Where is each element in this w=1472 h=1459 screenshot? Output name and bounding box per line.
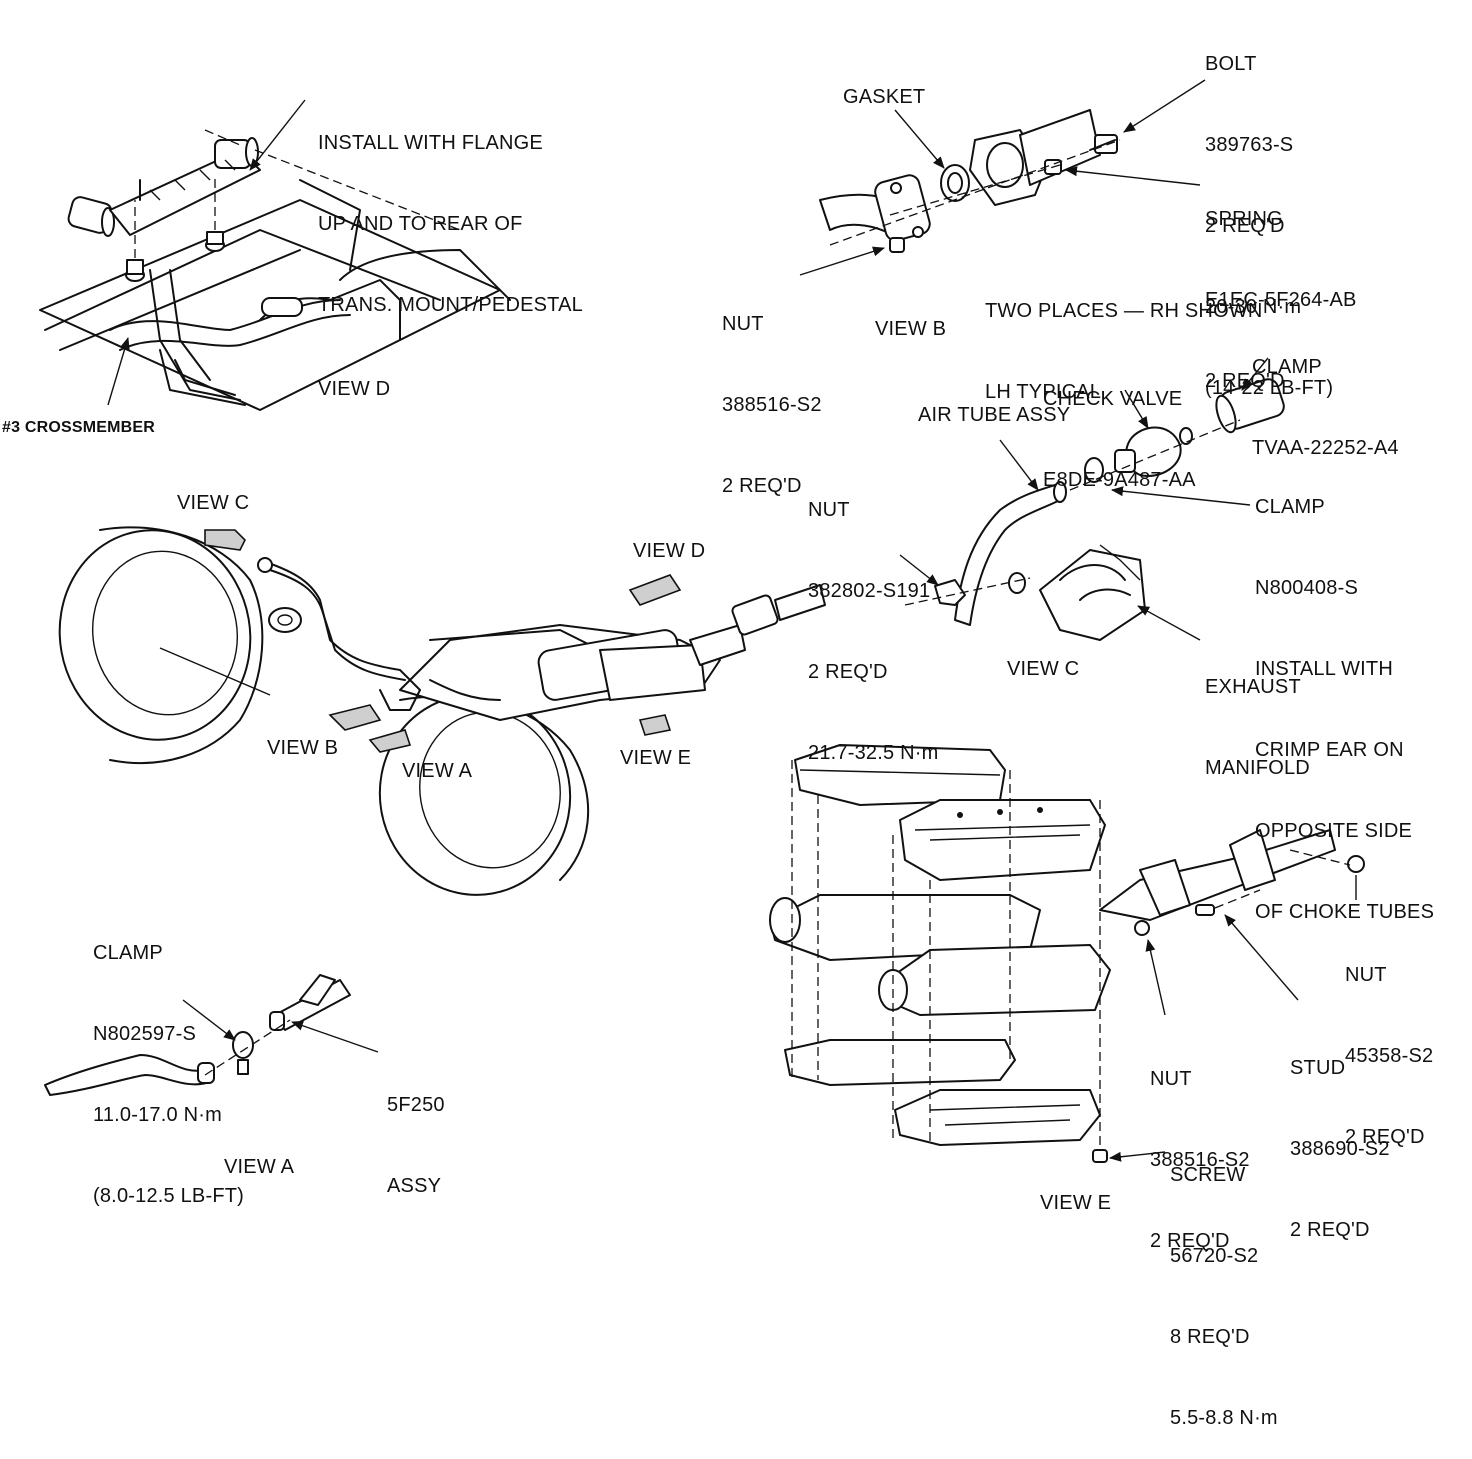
- text-line: 2 REQ'D: [808, 661, 888, 683]
- text-line: TWO PLACES — RH SHOWN: [985, 300, 1263, 322]
- text-line: BOLT: [1205, 53, 1257, 75]
- main-assembly: [58, 526, 826, 896]
- view-e-title: VIEW E: [1040, 1192, 1112, 1214]
- text-line: 20-30 N·m: [1205, 296, 1302, 318]
- text-line: 2 REQ'D: [1205, 370, 1285, 392]
- gasket-label: GASKET: [843, 86, 926, 108]
- text-line: 11.0-17.0 N·m: [93, 1104, 222, 1126]
- text-line: MANIFOLD: [1205, 757, 1310, 779]
- view-d-callout: VIEW D: [633, 540, 706, 562]
- text-line: 382802-S191: [808, 580, 931, 602]
- text-line: SCREW: [1170, 1164, 1246, 1186]
- text-line: INSTALL WITH FLANGE: [318, 132, 543, 154]
- spring-label: SPRING E1EC-5F264-AB 2 REQ'D: [1205, 152, 1357, 422]
- text-line: 21.7-32.5 N·m: [808, 742, 939, 764]
- text-line: 5.5-8.8 N·m: [1170, 1407, 1278, 1429]
- text-line: 45358-S2: [1345, 1045, 1434, 1067]
- text-line: STUD: [1290, 1057, 1346, 1079]
- text-line: CLAMP: [1255, 496, 1325, 518]
- assy-5f250-label: 5F250 ASSY: [387, 1038, 445, 1227]
- text-line: (14-22 LB-FT): [1205, 377, 1334, 399]
- text-line: 2 REQ'D: [722, 475, 802, 497]
- view-a-detail: [44, 974, 379, 1096]
- text-line: OPPOSITE SIDE: [1255, 820, 1413, 842]
- text-line: ASSY: [387, 1175, 442, 1197]
- text-line: INSTALL WITH: [1255, 658, 1393, 680]
- stud-label: STUD 388690-S2 2 REQ'D: [1290, 1001, 1390, 1271]
- text-line: E1EC-5F264-AB: [1205, 289, 1357, 311]
- text-line: LH TYPICAL: [985, 381, 1102, 403]
- view-c-title: VIEW C: [1007, 658, 1080, 680]
- exhaust-system-diagram: INSTALL WITH FLANGE UP AND TO REAR OF TR…: [2, 0, 1434, 1429]
- air-tube-label: AIR TUBE ASSY: [918, 404, 1071, 426]
- text-line: TRANS. MOUNT/PEDESTAL: [318, 294, 583, 316]
- nut-c-label: NUT 382802-S191 2 REQ'D 21.7-32.5 N·m: [808, 443, 938, 794]
- clamp-tvaa-label: CLAMP TVAA-22252-A4: [1252, 300, 1399, 489]
- view-b-callout: VIEW B: [267, 737, 339, 759]
- text-line: 388516-S2: [1150, 1149, 1250, 1171]
- text-line: NUT: [722, 313, 764, 335]
- text-line: CLAMP: [93, 942, 163, 964]
- text-line: OF CHOKE TUBES: [1255, 901, 1435, 923]
- view-d-title: VIEW D: [318, 378, 391, 400]
- install-flange-note: INSTALL WITH FLANGE UP AND TO REAR OF TR…: [318, 76, 583, 346]
- text-line: (8.0-12.5 LB-FT): [93, 1185, 245, 1207]
- text-line: 388690-S2: [1290, 1138, 1390, 1160]
- text-line: 5F250: [387, 1094, 445, 1116]
- text-line: E8DE-9A487-AA: [1043, 469, 1196, 491]
- text-line: CHECK VALVE: [1043, 388, 1183, 410]
- text-line: CLAMP: [1252, 356, 1322, 378]
- text-line: 2 REQ'D: [1290, 1219, 1370, 1241]
- text-line: 8 REQ'D: [1170, 1326, 1250, 1348]
- nut-b-label: NUT 388516-S2 2 REQ'D: [722, 257, 822, 527]
- view-d-detail: [39, 99, 511, 411]
- view-a-callout: VIEW A: [402, 760, 473, 782]
- view-a-title: VIEW A: [224, 1156, 295, 1178]
- exhaust-manifold-label: EXHAUST MANIFOLD: [1205, 620, 1310, 809]
- view-e-callout: VIEW E: [620, 747, 692, 769]
- text-line: 389763-S: [1205, 134, 1294, 156]
- text-line: N802597-S: [93, 1023, 196, 1045]
- clamp-a-label: CLAMP N802597-S 11.0-17.0 N·m (8.0-12.5 …: [93, 886, 244, 1237]
- diagram-artwork: [39, 79, 1365, 1163]
- text-line: CRIMP EAR ON: [1255, 739, 1404, 761]
- view-c-callout: VIEW C: [177, 492, 250, 514]
- text-line: 56720-S2: [1170, 1245, 1259, 1267]
- view-b-detail: [799, 79, 1206, 276]
- nut-e-right-label: NUT 45358-S2 2 REQ'D: [1345, 908, 1433, 1178]
- view-b-title: VIEW B: [875, 318, 947, 340]
- check-valve-label: CHECK VALVE E8DE-9A487-AA: [1043, 332, 1196, 521]
- text-line: SPRING: [1205, 208, 1283, 230]
- view-e-detail: [769, 744, 1365, 1163]
- two-places-note: TWO PLACES — RH SHOWN LH TYPICAL: [985, 244, 1263, 433]
- text-line: TVAA-22252-A4: [1252, 437, 1399, 459]
- bolt-label: BOLT 389763-S 2 REQ'D 20-30 N·m (14-22 L…: [1205, 0, 1333, 429]
- text-line: 388516-S2: [722, 394, 822, 416]
- crossmember-label: #3 CROSSMEMBER: [2, 419, 156, 436]
- text-line: N800408-S: [1255, 577, 1358, 599]
- text-line: UP AND TO REAR OF: [318, 213, 523, 235]
- text-line: NUT: [1150, 1068, 1192, 1090]
- clamp-n800408-label: CLAMP N800408-S INSTALL WITH CRIMP EAR O…: [1255, 440, 1434, 953]
- view-c-detail: [899, 357, 1285, 641]
- text-line: 2 REQ'D: [1205, 215, 1285, 237]
- text-line: EXHAUST: [1205, 676, 1301, 698]
- text-line: NUT: [808, 499, 850, 521]
- text-line: 2 REQ'D: [1345, 1126, 1425, 1148]
- screw-label: SCREW 56720-S2 8 REQ'D 5.5-8.8 N·m: [1170, 1108, 1278, 1459]
- text-line: NUT: [1345, 964, 1387, 986]
